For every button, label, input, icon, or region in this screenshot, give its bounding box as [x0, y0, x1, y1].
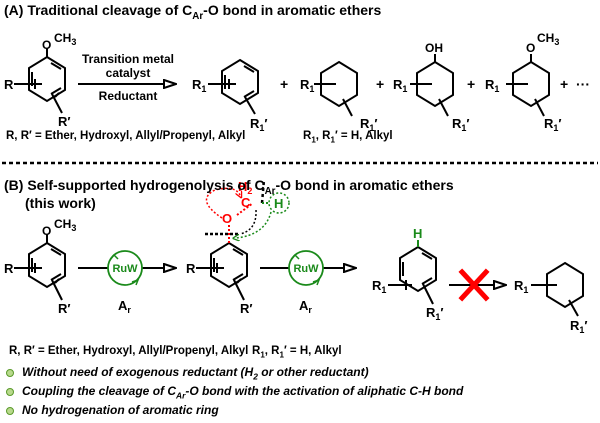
label-r1: R1	[300, 77, 314, 94]
label-r: R	[186, 261, 196, 276]
bullet-text: Coupling the cleavage of C	[22, 384, 177, 398]
bullet-item: Without need of exogenous reductant (H2 …	[6, 365, 369, 381]
label-r1: R1	[192, 77, 206, 94]
bullet-text-sub: Ar	[176, 390, 186, 401]
atom-ch3: CH3	[54, 31, 76, 47]
section-a-title: (A) Traditional cleavage of CAr-O bond i…	[4, 2, 381, 22]
catalyst-label: RuW	[112, 263, 138, 275]
label-r: R	[4, 77, 14, 92]
plus-sign: +	[280, 76, 288, 92]
condition-reductant: Reductant	[99, 89, 158, 103]
atom-o: O	[42, 38, 51, 52]
substituent-note-b-r1: R1, R1′ = H, Alkyl	[252, 345, 342, 359]
note-r1: R	[303, 130, 312, 142]
label-r-prime: R′	[240, 301, 253, 316]
bullet-dot-icon	[6, 406, 14, 415]
section-b-title-text-2: -O bond in aromatic ethers	[275, 177, 454, 193]
cycle-arrowhead-icon	[131, 278, 140, 286]
atom-ch3: CH3	[537, 31, 559, 47]
section-a-title-sub: Ar	[192, 10, 204, 22]
condition-catalyst-line1: Transition metal	[82, 52, 174, 66]
label-r-prime: R′	[58, 114, 71, 129]
note-r1-end: ′ = H, Alkyl	[334, 130, 393, 142]
atmosphere-label: Ar	[118, 298, 131, 315]
label-r1-prime: R1′	[544, 116, 562, 133]
note-r-definition: R, R′ = Ether, Hydroxyl, Allyl/Propenyl,…	[6, 130, 246, 142]
atom-o-highlight: O	[222, 211, 232, 226]
product-cyclohexane	[314, 60, 358, 117]
cycle-arrowhead-icon	[290, 253, 300, 261]
cycle-arrowhead-icon	[109, 253, 119, 261]
label-r1: R1	[393, 77, 407, 94]
bullet-text-2: -O bond with the activation of aliphatic…	[185, 384, 464, 398]
atom-c-highlight: C	[241, 195, 251, 210]
atom-o: O	[42, 224, 51, 238]
mechanism-annotation	[205, 179, 290, 243]
label-r1-prime: R1′	[360, 116, 378, 133]
cyclohexane-not-formed	[531, 261, 584, 317]
cycle-arrowhead-icon	[312, 278, 321, 286]
note-r1-sub: 1	[311, 135, 316, 145]
product-arene	[208, 58, 259, 115]
note-r1-mid: , R	[264, 345, 280, 357]
note-r1-end: ′ = H, Alkyl	[283, 345, 342, 357]
catalyst-cycle-2	[288, 250, 324, 286]
note-r1-mid: , R	[315, 130, 331, 142]
catalyst-cycle-1	[107, 250, 143, 286]
plus-sign: +	[467, 76, 475, 92]
atom-oh: OH	[425, 41, 443, 55]
ellipsis: ···	[576, 76, 590, 92]
product-methoxycyclohexane	[506, 54, 550, 117]
label-r1-prime: R1′	[250, 116, 268, 133]
bullet-dot-icon	[6, 368, 14, 377]
section-b-title-sub: Ar	[264, 185, 276, 197]
intermediate-anisole	[196, 241, 248, 301]
atom-ch3: CH3	[54, 217, 76, 233]
forbidden-x-icon	[458, 268, 490, 302]
atom-o: O	[526, 41, 535, 55]
atom-h-migrating: H	[274, 196, 283, 211]
bullet-dot-icon	[6, 387, 14, 396]
plus-sign: +	[560, 76, 568, 92]
section-b-subtitle: (this work)	[25, 195, 96, 211]
substituent-note-a-r1: R1, R1′ = H, Alkyl	[303, 130, 393, 144]
bullet-text: No hydrogenation of aromatic ring	[22, 403, 219, 417]
note-r1-sub-2: 1	[330, 135, 335, 145]
label-r: R	[4, 261, 14, 276]
condition-catalyst-line2: catalyst	[106, 66, 151, 80]
label-r1-prime: R1′	[570, 318, 588, 335]
atmosphere-label: Ar	[299, 298, 312, 315]
atom-h2-highlight: H2	[238, 179, 252, 196]
bullet-text: Without need of exogenous reductant (H	[22, 365, 254, 379]
label-r1-prime: R1′	[452, 116, 470, 133]
catalyst-label: RuW	[293, 263, 319, 275]
section-b-title: (B) Self-supported hydrogenolysis of CAr…	[4, 177, 454, 197]
bullet-item: No hydrogenation of aromatic ring	[6, 403, 219, 417]
label-r-prime: R′	[58, 301, 71, 316]
reactant-anisole-b	[14, 234, 66, 301]
bullet-text-sub: 2	[253, 371, 258, 382]
section-a-title-text: (A) Traditional cleavage of C	[4, 2, 193, 18]
product-cyclohexanol	[410, 54, 454, 117]
product-arene-b	[388, 240, 437, 305]
note-r1: R	[252, 345, 261, 357]
bullet-text-2: or other reductant)	[257, 365, 369, 379]
note-r1-sub-2: 1	[279, 350, 284, 360]
section-a-title-text-2: -O bond in aromatic ethers	[203, 2, 382, 18]
plus-sign: +	[376, 76, 384, 92]
label-r1-prime: R1′	[426, 305, 444, 322]
label-r1: R1	[514, 278, 528, 295]
atom-h-product: H	[413, 226, 422, 241]
label-r1: R1	[485, 77, 499, 94]
note-r1-sub: 1	[260, 350, 265, 360]
label-r1: R1	[372, 278, 386, 295]
substituent-note-b: R, R′ = Ether, Hydroxyl, Allyl/Propenyl,…	[9, 345, 248, 357]
note-r-definition: R, R′ = Ether, Hydroxyl, Allyl/Propenyl,…	[9, 345, 249, 357]
bullet-item: Coupling the cleavage of CAr-O bond with…	[6, 384, 463, 400]
section-b-title-text: (B) Self-supported hydrogenolysis of C	[4, 177, 265, 193]
reactant-anisole-a	[14, 48, 66, 114]
substituent-note-a: R, R′ = Ether, Hydroxyl, Allyl/Propenyl,…	[6, 130, 245, 142]
